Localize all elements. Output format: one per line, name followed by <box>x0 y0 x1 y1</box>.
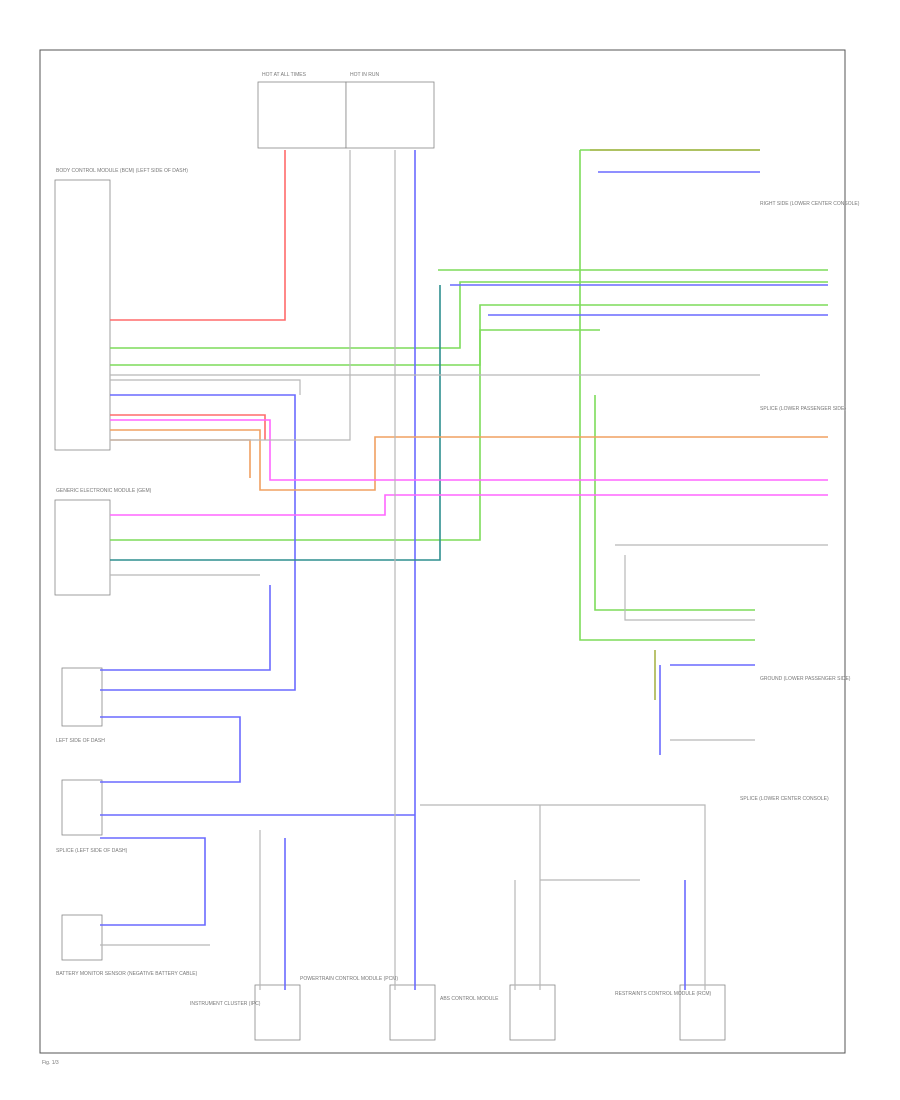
svg-text:SPLICE (LEFT SIDE OF DASH): SPLICE (LEFT SIDE OF DASH) <box>56 848 128 854</box>
gem-module: GENERIC ELECTRONIC MODULE (GEM) <box>54 488 152 596</box>
wire-blue-5 <box>100 394 296 691</box>
wire-green-5 <box>594 395 755 611</box>
wires <box>100 149 828 990</box>
rh-module: RIGHT SIDE (LOWER CENTER CONSOLE) <box>760 201 860 207</box>
fuse-box-b: HOT IN RUN <box>345 72 435 149</box>
svg-text:SPLICE (LOWER PASSENGER SIDE): SPLICE (LOWER PASSENGER SIDE) <box>760 406 846 412</box>
wire-gray-6 <box>624 555 755 621</box>
svg-text:GENERIC ELECTRONIC MODULE (GEM: GENERIC ELECTRONIC MODULE (GEM) <box>56 488 152 494</box>
ipc-module: INSTRUMENT CLUSTER (IPC) <box>190 984 301 1041</box>
bcm-module: BODY CONTROL MODULE (BCM) (LEFT SIDE OF … <box>54 168 188 451</box>
wire-gray-8 <box>420 804 706 990</box>
svg-text:GROUND (LOWER PASSENGER SIDE): GROUND (LOWER PASSENGER SIDE) <box>760 676 851 682</box>
svg-text:BATTERY MONITOR SENSOR (NEGATI: BATTERY MONITOR SENSOR (NEGATIVE BATTERY… <box>56 971 198 977</box>
svg-text:HOT IN RUN: HOT IN RUN <box>350 72 379 78</box>
wire-blue-6 <box>100 585 271 671</box>
wire-green-3 <box>110 329 600 541</box>
wire-red-2 <box>110 414 266 440</box>
diagram-frame <box>39 49 846 1054</box>
rcm-module: RESTRAINTS CONTROL MODULE (RCM) <box>615 984 726 1041</box>
wire-gray-4 <box>110 379 301 395</box>
wire-blue-9 <box>100 837 206 926</box>
wire-red-1 <box>110 150 286 321</box>
wire-gray-1 <box>110 150 351 441</box>
splice1-module: SPLICE (LEFT SIDE OF DASH) <box>56 779 128 854</box>
pcm-module: POWERTRAIN CONTROL MODULE (PCM) <box>300 976 436 1041</box>
page-number: Fig. 1/3 <box>42 1060 59 1066</box>
svg-text:HOT AT ALL TIMES: HOT AT ALL TIMES <box>262 72 307 78</box>
left-speaker-module: LEFT SIDE OF DASH <box>56 667 105 744</box>
svg-text:INSTRUMENT CLUSTER (IPC): INSTRUMENT CLUSTER (IPC) <box>190 1001 261 1007</box>
wire-magenta-1 <box>110 419 828 481</box>
splice2: SPLICE (LOWER CENTER CONSOLE) <box>740 796 829 802</box>
svg-text:BODY CONTROL MODULE (BCM) (LEF: BODY CONTROL MODULE (BCM) (LEFT SIDE OF … <box>56 168 188 174</box>
wire-green-1 <box>110 281 828 349</box>
abs-module: ABS CONTROL MODULE <box>440 984 556 1041</box>
svg-text:LEFT SIDE OF DASH: LEFT SIDE OF DASH <box>56 738 105 744</box>
wire-magenta-2 <box>110 494 828 516</box>
wire-green-2 <box>110 304 828 366</box>
wire-green-4 <box>579 150 755 641</box>
wire-teal-1 <box>110 285 441 561</box>
svg-text:ABS CONTROL MODULE: ABS CONTROL MODULE <box>440 996 499 1002</box>
rh-ground: GROUND (LOWER PASSENGER SIDE) <box>760 676 851 682</box>
wire-orange-1 <box>110 429 828 491</box>
svg-text:RESTRAINTS CONTROL MODULE (RCM: RESTRAINTS CONTROL MODULE (RCM) <box>615 991 712 997</box>
svg-text:POWERTRAIN CONTROL MODULE (PCM: POWERTRAIN CONTROL MODULE (PCM) <box>300 976 398 982</box>
svg-text:SPLICE (LOWER CENTER CONSOLE): SPLICE (LOWER CENTER CONSOLE) <box>740 796 829 802</box>
wire-orange-2 <box>110 439 251 478</box>
battery-sensor-module: BATTERY MONITOR SENSOR (NEGATIVE BATTERY… <box>56 914 198 977</box>
fuse-box-a: HOT AT ALL TIMES <box>257 72 347 149</box>
wire-blue-7 <box>100 716 241 783</box>
svg-text:RIGHT SIDE (LOWER CENTER CONSO: RIGHT SIDE (LOWER CENTER CONSOLE) <box>760 201 860 207</box>
rh-splice: SPLICE (LOWER PASSENGER SIDE) <box>760 406 846 412</box>
